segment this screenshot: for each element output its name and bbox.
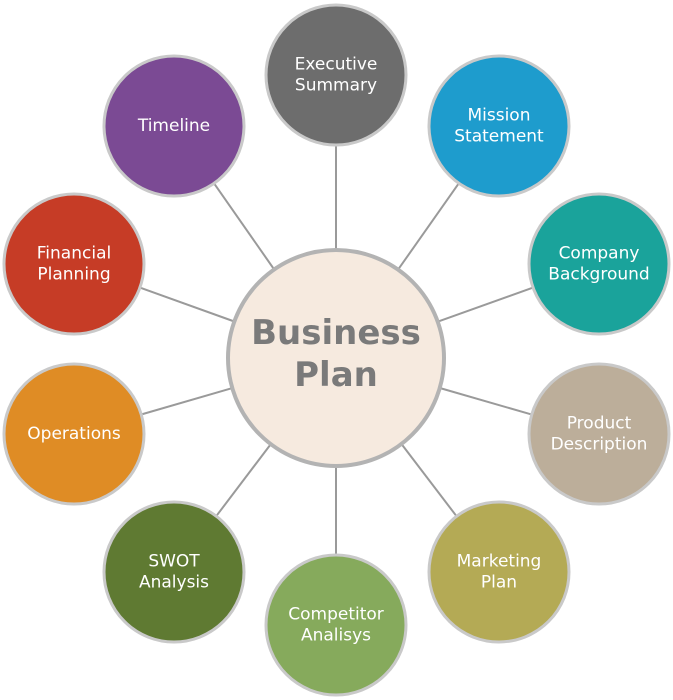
node-label-company-background-line-1: Company bbox=[559, 244, 640, 264]
node-label-executive-summary-line-2: Summary bbox=[295, 76, 377, 96]
node-timeline: Timeline bbox=[102, 54, 246, 198]
node-label-timeline-line-1: Timeline bbox=[137, 116, 210, 136]
connector-lines bbox=[139, 145, 534, 555]
node-circle-timeline bbox=[102, 54, 246, 198]
connector-company-background bbox=[437, 286, 534, 323]
topic-nodes: ExecutiveSummaryMissionStatementCompanyB… bbox=[2, 3, 671, 697]
hub-circle bbox=[226, 248, 446, 468]
node-label-marketing-plan-line-1: Marketing bbox=[457, 552, 542, 572]
node-label-competitor-analisys-line-1: Competitor bbox=[288, 605, 384, 625]
node-circle-operations bbox=[2, 362, 146, 506]
node-circle-swot-analysis bbox=[102, 500, 246, 644]
node-label-mission-statement-line-2: Statement bbox=[454, 127, 544, 147]
node-label-financial-planning-line-1: Financial bbox=[37, 244, 111, 264]
connector-swot-analysis bbox=[215, 443, 272, 517]
connector-timeline bbox=[213, 182, 276, 271]
connector-marketing-plan bbox=[400, 443, 458, 517]
node-label-executive-summary-line-1: Executive bbox=[295, 55, 378, 75]
node-label-operations-line-1: Operations bbox=[27, 424, 121, 444]
node-circle-marketing-plan bbox=[427, 500, 571, 644]
hub: Business Plan bbox=[226, 248, 446, 468]
node-circle-financial-planning bbox=[2, 192, 146, 336]
node-operations: Operations bbox=[2, 362, 146, 506]
node-label-competitor-analisys-line-2: Analisys bbox=[301, 626, 371, 646]
node-circle-product-description bbox=[527, 362, 671, 506]
node-label-product-description-line-2: Description bbox=[551, 435, 648, 455]
connector-operations bbox=[140, 387, 233, 416]
connector-product-description bbox=[439, 387, 533, 416]
node-circle-company-background bbox=[527, 192, 671, 336]
node-label-company-background-line-2: Background bbox=[548, 265, 649, 285]
node-label-mission-statement-line-1: Mission bbox=[467, 106, 530, 126]
node-label-product-description-line-1: Product bbox=[567, 414, 632, 434]
connector-mission-statement bbox=[397, 182, 460, 271]
node-label-swot-analysis-line-2: Analysis bbox=[139, 573, 209, 593]
node-label-swot-analysis-line-1: SWOT bbox=[148, 552, 200, 572]
connector-financial-planning bbox=[139, 286, 235, 323]
node-label-financial-planning-line-2: Planning bbox=[37, 265, 110, 285]
node-circle-executive-summary bbox=[264, 3, 408, 147]
hub-title-line-2: Plan bbox=[294, 355, 378, 395]
node-label-marketing-plan-line-2: Plan bbox=[481, 573, 517, 593]
node-circle-mission-statement bbox=[427, 54, 571, 198]
hub-title-line-1: Business bbox=[251, 313, 421, 353]
node-circle-competitor-analisys bbox=[264, 553, 408, 697]
